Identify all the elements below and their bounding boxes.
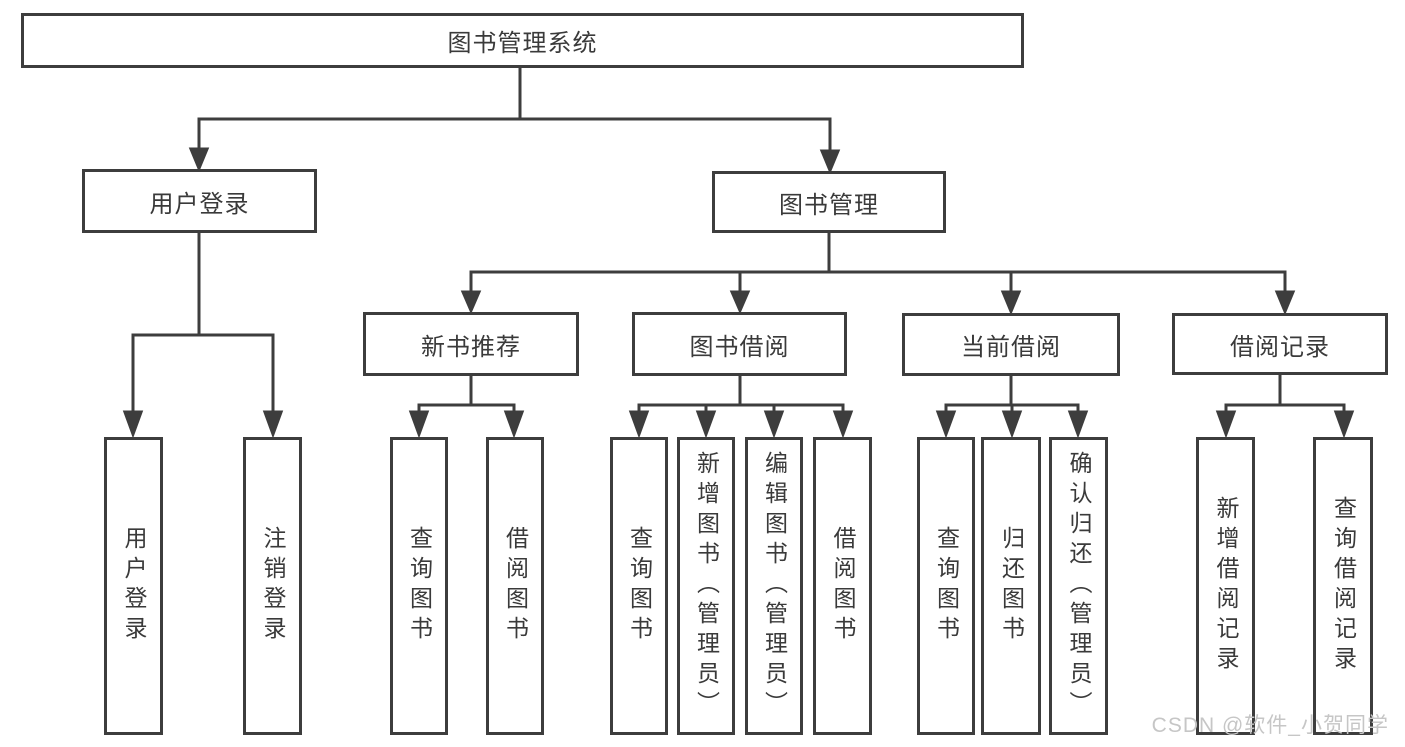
leaf-query-books-current: 查询图书 (917, 437, 975, 735)
node-root: 图书管理系统 (21, 13, 1024, 68)
leaf-confirm-return-admin: 确认归还（管理员） (1049, 437, 1108, 735)
leaf-borrow-books-recommend: 借阅图书 (486, 437, 544, 735)
node-borrowing-records: 借阅记录 (1172, 313, 1388, 375)
leaf-label: 查询图书 (626, 526, 653, 646)
leaf-label: 归还图书 (998, 526, 1025, 646)
leaf-label: 编辑图书（管理员） (761, 451, 788, 721)
connector-current-borrow-branch (935, 376, 1089, 439)
leaf-logout-login: 注销登录 (243, 437, 302, 735)
leaf-label: 查询图书 (933, 526, 960, 646)
leaf-label: 查询图书 (406, 526, 433, 646)
node-new-book-recommendation: 新书推荐 (363, 312, 579, 376)
leaf-query-books-recommend: 查询图书 (390, 437, 448, 735)
leaf-label: 确认归还（管理员） (1066, 451, 1092, 721)
leaf-label: 注销登录 (260, 526, 286, 646)
connector-book-management-branch (460, 233, 1296, 316)
leaf-label: 查询借阅记录 (1330, 496, 1357, 676)
leaf-label: 用户登录 (121, 526, 147, 646)
connector-borrow-record-branch (1215, 375, 1355, 439)
leaf-label: 借阅图书 (830, 526, 856, 646)
leaf-edit-books-admin: 编辑图书（管理员） (745, 437, 803, 735)
leaf-add-borrow-record: 新增借阅记录 (1196, 437, 1255, 735)
leaf-label: 新增借阅记录 (1213, 496, 1239, 676)
node-user-login: 用户登录 (82, 169, 317, 233)
leaf-borrow-books-borrowing: 借阅图书 (813, 437, 872, 735)
node-book-management: 图书管理 (712, 171, 946, 233)
connector-root-to-level2 (188, 68, 841, 175)
leaf-add-books-admin: 新增图书（管理员） (677, 437, 735, 735)
leaf-query-books-borrowing: 查询图书 (610, 437, 668, 735)
leaf-label: 新增图书（管理员） (693, 451, 720, 721)
connector-new-book-branch (408, 376, 525, 439)
connector-book-borrow-branch (628, 376, 854, 439)
node-book-borrowing: 图书借阅 (632, 312, 847, 376)
leaf-user-login: 用户登录 (104, 437, 163, 735)
connector-user-login-branch (122, 233, 284, 439)
leaf-label: 借阅图书 (502, 526, 529, 646)
node-current-borrowing: 当前借阅 (902, 313, 1120, 376)
leaf-query-borrow-record: 查询借阅记录 (1313, 437, 1373, 735)
leaf-return-books: 归还图书 (981, 437, 1041, 735)
